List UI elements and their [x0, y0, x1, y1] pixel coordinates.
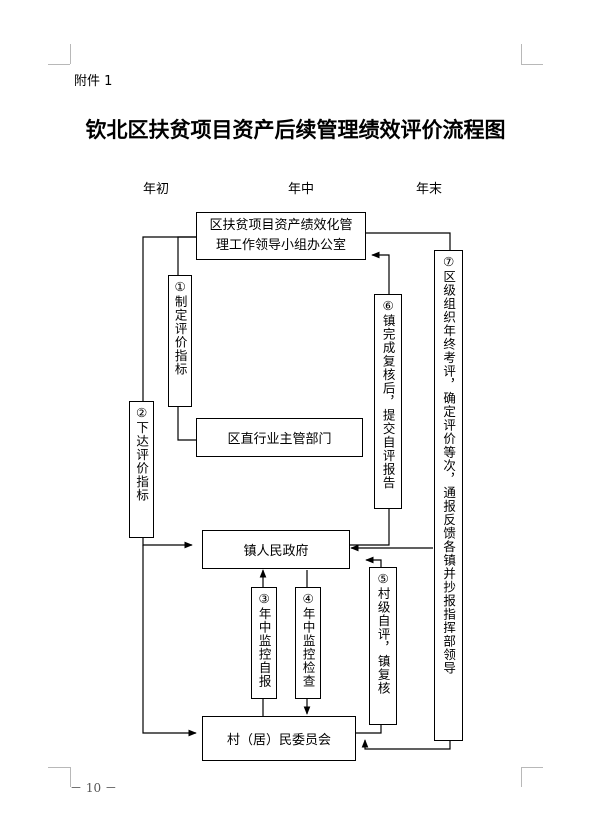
step-4-label: ④年中监控检查: [300, 591, 316, 688]
step-3: ③年中监控自报: [251, 587, 277, 699]
line-step7-to-village: [361, 739, 451, 750]
node-town-label: 镇人民政府: [243, 544, 309, 559]
attachment-label: 附件 1: [74, 74, 113, 89]
step-7: ⑦区级组织年终考评，确定评价等次，通报反馈各镇并抄报指挥部领导: [434, 250, 463, 741]
node-office: 区扶贫项目资产绩效化管理工作领导小组办公室: [196, 212, 366, 260]
step-7-label: ⑦区级组织年终考评，确定评价等次，通报反馈各镇并抄报指挥部领导: [441, 254, 457, 675]
crop-mark-bottom-left-h: [48, 767, 70, 768]
step-6-label: ⑥镇完成复核后，提交自评报告: [380, 298, 396, 490]
crop-mark-bottom-right-v: [521, 767, 522, 787]
step-1-label: ①制定评价指标: [172, 279, 188, 376]
page-title: 钦北区扶贫项目资产后续管理绩效评价流程图: [85, 118, 506, 142]
line-office-to-town: [142, 236, 196, 549]
node-town: 镇人民政府: [202, 530, 350, 569]
step-2-label: ②下达评价指标: [134, 405, 150, 502]
step-2: ②下达评价指标: [129, 401, 154, 538]
node-dept: 区直行业主管部门: [196, 418, 363, 457]
phase-start: 年初: [143, 182, 170, 197]
line-step7-top: [365, 232, 451, 250]
step-3-label: ③年中监控自报: [256, 591, 272, 688]
crop-mark-top-left-v: [70, 44, 71, 64]
crop-mark-top-right-h: [521, 64, 543, 65]
crop-mark-bottom-left-v: [70, 767, 71, 787]
phase-mid: 年中: [288, 182, 315, 197]
crop-mark-top-left-h: [48, 64, 70, 65]
step-4: ④年中监控检查: [295, 587, 321, 699]
step-5: ⑤村级自评，镇复核: [369, 567, 397, 725]
step-1: ①制定评价指标: [168, 275, 192, 407]
step-5-label: ⑤村级自评，镇复核: [375, 571, 391, 695]
node-village-label: 村（居）民委员会: [226, 733, 331, 748]
crop-mark-bottom-right-h: [521, 767, 543, 768]
node-village: 村（居）民委员会: [202, 716, 356, 761]
node-dept-label: 区直行业主管部门: [227, 432, 332, 447]
page-number: － 10 －: [70, 781, 117, 795]
step-6: ⑥镇完成复核后，提交自评报告: [374, 294, 402, 509]
line-to-village: [142, 545, 197, 737]
phase-end: 年末: [416, 182, 443, 197]
crop-mark-top-right-v: [521, 44, 522, 64]
node-office-label: 区扶贫项目资产绩效化管理工作领导小组办公室: [209, 218, 353, 253]
